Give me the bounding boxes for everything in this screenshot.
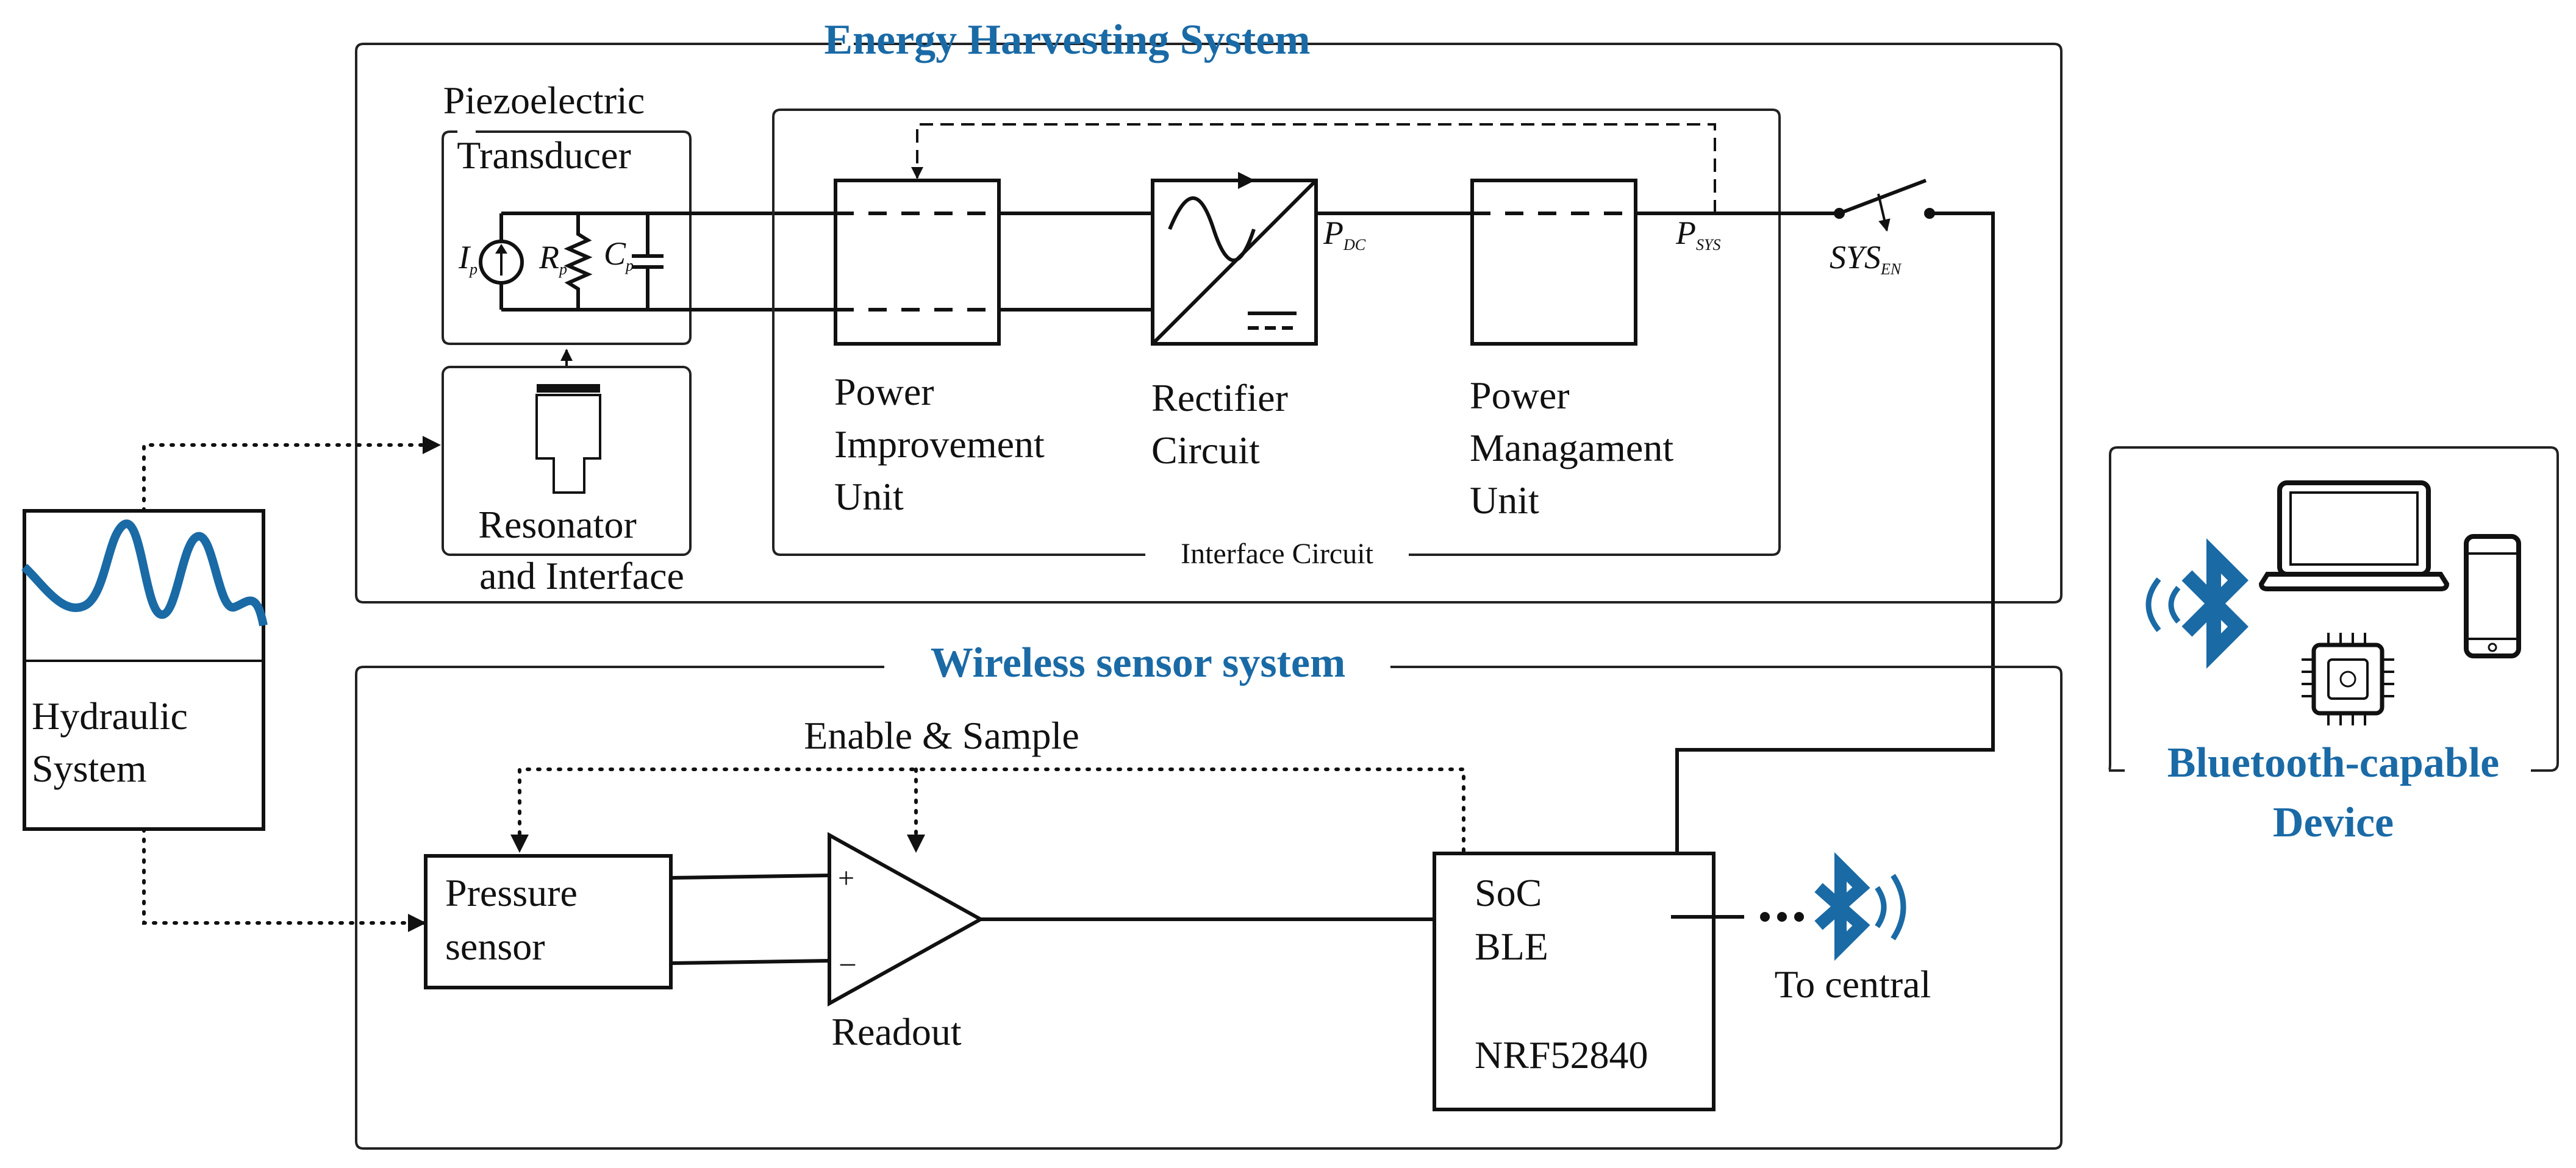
- energy-harvesting-panel: Energy Harvesting System: [355, 16, 2063, 604]
- cp-label: Cp: [604, 235, 634, 274]
- wireless-sensor-title: Wireless sensor system: [931, 639, 1346, 686]
- to-central-label: To central: [1775, 963, 1931, 1006]
- svg-text:Hydraulic: Hydraulic: [32, 694, 188, 738]
- resonator-label-1: Resonator: [478, 503, 637, 546]
- piezo-label-2: Transducer: [457, 134, 631, 177]
- capacitor-icon: [632, 213, 664, 310]
- power-management-unit: Power Managament Unit: [1470, 179, 1673, 522]
- svg-text:BLE: BLE: [1475, 925, 1548, 968]
- energy-harvesting-title: Energy Harvesting System: [824, 16, 1310, 63]
- feedback-path: [911, 123, 1716, 213]
- enable-sample-label: Enable & Sample: [804, 714, 1079, 757]
- chip-icon: [2302, 633, 2394, 725]
- readout-label: Readout: [831, 1010, 962, 1053]
- pressure-sensor: Pressure sensor: [424, 854, 673, 989]
- laptop-icon: [2258, 480, 2450, 591]
- resistor-icon: [564, 213, 593, 310]
- bluetooth-icon: [1814, 852, 1906, 961]
- interface-circuit-label: Interface Circuit: [1181, 538, 1373, 570]
- readout-amplifier: + – Readout: [828, 831, 985, 1053]
- svg-text:System: System: [32, 747, 146, 790]
- svg-text:Managament: Managament: [1470, 426, 1673, 469]
- sine-icon: [1168, 196, 1256, 262]
- smartphone-icon: [2464, 534, 2521, 658]
- interface-circuit-panel: Interface Circuit: [772, 109, 1781, 570]
- soc-ble-block: SoC BLE NRF52840: [1433, 852, 1716, 1111]
- sysen-label: SYSEN: [1830, 239, 1902, 278]
- svg-text:Improvement: Improvement: [834, 422, 1045, 466]
- pdc-label: PDC: [1323, 215, 1366, 254]
- rectifier-circuit: Rectifier Circuit: [1151, 172, 1318, 472]
- power-improvement-unit: Power Improvement Unit: [834, 179, 1045, 518]
- resonator-label-2: and Interface: [479, 554, 684, 597]
- sysen-switch: SYSEN: [1830, 179, 1935, 278]
- rp-label: Rp: [538, 239, 567, 278]
- svg-text:Pressure: Pressure: [445, 871, 578, 914]
- piezo-label-1: Piezoelectric: [443, 79, 645, 122]
- svg-text:Unit: Unit: [1470, 479, 1539, 522]
- piezo-transducer: Piezoelectric Transducer Ip Rp Cp: [442, 79, 835, 345]
- vibration-wave-icon: [21, 519, 268, 627]
- svg-text:NRF52840: NRF52840: [1475, 1033, 1648, 1077]
- bluetooth-icon: [2145, 538, 2249, 669]
- device-label-1: Bluetooth-capable: [2167, 739, 2499, 786]
- svg-text:sensor: sensor: [445, 925, 545, 968]
- hydraulic-system: Hydraulic System: [21, 509, 268, 831]
- svg-text:Unit: Unit: [834, 475, 904, 518]
- resonator-block: Resonator and Interface: [442, 349, 692, 597]
- bluetooth-device-panel: Bluetooth-capable Device: [2108, 446, 2559, 846]
- svg-text:–: –: [840, 946, 856, 978]
- svg-text:+: +: [838, 862, 854, 894]
- svg-text:Power: Power: [1470, 374, 1570, 417]
- svg-text:Circuit: Circuit: [1151, 429, 1260, 472]
- device-label-2: Device: [2273, 799, 2394, 846]
- svg-text:Power: Power: [834, 370, 934, 413]
- svg-text:SoC: SoC: [1475, 871, 1542, 914]
- psys-label: PSYS: [1675, 215, 1720, 254]
- wireless-sensor-panel: Wireless sensor system: [355, 639, 2063, 1150]
- svg-text:Rectifier: Rectifier: [1151, 376, 1288, 419]
- ip-label: Ip: [458, 239, 478, 278]
